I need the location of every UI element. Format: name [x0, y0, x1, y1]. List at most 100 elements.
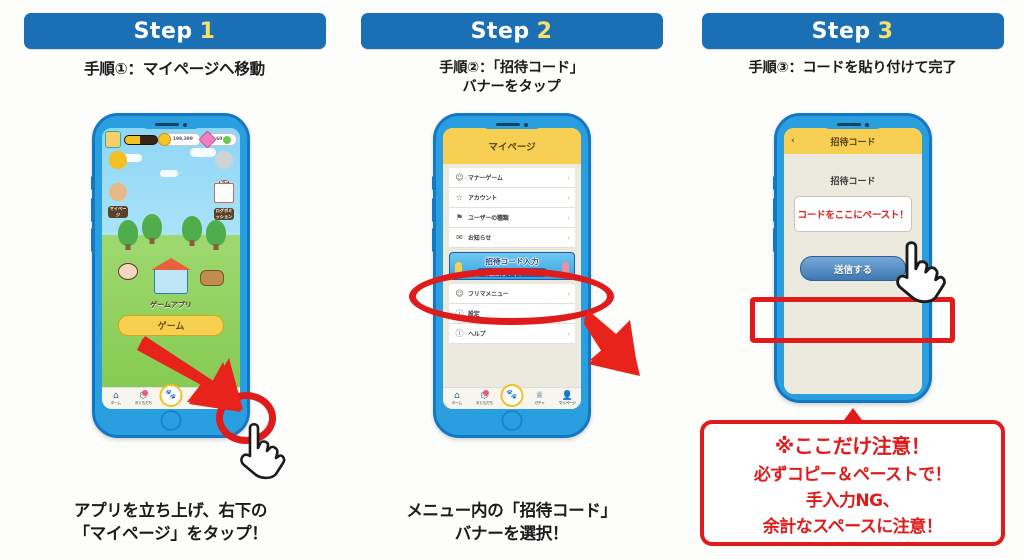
bottom-navigation-2: ⌂ ホーム ⬡ おともだち 🐾 ゲーム ♕ — [443, 383, 581, 409]
gem-icon — [198, 130, 217, 149]
mypage-header-title: マイページ — [443, 128, 581, 164]
submit-button[interactable]: 送信する — [800, 256, 906, 281]
chevron-left-icon[interactable]: ‹ — [791, 136, 795, 146]
nav-item-game[interactable]: 🐾 ゲーム — [498, 383, 526, 407]
nav-item-game[interactable]: 🐾 ゲーム — [157, 383, 185, 407]
cloud-2 — [190, 148, 216, 157]
phone-2-home-button[interactable] — [501, 410, 523, 431]
banner-figure-left — [455, 262, 462, 277]
step-1-number: 1 — [199, 18, 216, 44]
pointing-hand-cursor — [896, 241, 946, 304]
chevron-right-icon: › — [567, 173, 570, 182]
step-2-word: Step — [470, 18, 530, 44]
coin-value: 199,399 — [172, 137, 193, 142]
list-item[interactable]: ⓘ ヘルプ › — [449, 324, 575, 344]
home-icon: ⌂ — [453, 391, 460, 401]
highlight-ellipse-mypage — [216, 392, 276, 444]
nav-label-friends: おともだち — [134, 401, 152, 405]
step-2-number: 2 — [536, 18, 553, 44]
add-gem-button[interactable] — [223, 135, 232, 144]
nav-item-home[interactable]: ⌂ ホーム — [102, 391, 130, 406]
play-game-button[interactable]: ゲーム — [118, 315, 224, 336]
front-camera-icon — [865, 122, 869, 127]
profile-button[interactable]: マイページ — [108, 183, 128, 220]
phone-1-notch — [140, 120, 202, 129]
chevron-right-icon: › — [567, 233, 570, 242]
mission-button-label: ログボミッション — [214, 208, 234, 220]
nav-label-home: ホーム — [451, 401, 462, 405]
list-item[interactable]: ⚑ ユーザーの種類 › — [449, 208, 575, 228]
menu-label: お知らせ — [468, 235, 492, 242]
warning-line4: 余計なスペースに注意！ — [762, 516, 943, 537]
mypage-screen: マイページ ☺ マナーゲーム › ☆ アカウント › — [443, 128, 581, 409]
mypage-icon: 👤 — [561, 391, 573, 401]
red-arrow-to-mypage — [137, 336, 243, 412]
player-avatar[interactable] — [105, 131, 121, 148]
invite-field-label: 招待コード — [830, 177, 876, 187]
friends-icon: ⬡ — [480, 391, 489, 401]
coin-icon — [157, 133, 171, 146]
list-item[interactable]: ☺ マナーゲーム › — [449, 168, 575, 188]
question-icon: ⓘ — [455, 329, 464, 338]
gift-icon: ⚑ — [455, 213, 464, 222]
phone-1-home-button[interactable] — [160, 410, 182, 431]
nav-item-friends[interactable]: ⬡ おともだち — [471, 390, 499, 406]
step-3-word: Step — [811, 18, 871, 44]
phone-3-side-button-2 — [773, 198, 776, 222]
step-2-header: Step 2 — [360, 13, 663, 49]
banner-title: 招待コード入力 — [485, 256, 539, 266]
step-column-1: Step 1 手順①：マイページへ移動 — [0, 0, 341, 559]
list-item[interactable]: ✉ お知らせ › — [449, 228, 575, 248]
game-icon: 🐾 — [500, 383, 524, 407]
gem-counter[interactable]: 60 — [198, 130, 237, 149]
nav-item-friends[interactable]: ⬡ おともだち — [130, 390, 158, 406]
step-2-subcaption: 手順②：「招待コード」 バナーをタップ — [353, 59, 671, 96]
pet-character[interactable] — [118, 263, 138, 280]
tree-1 — [118, 220, 138, 246]
phone-3-side-button-1 — [773, 176, 776, 190]
invite-header: ‹ 招待コード — [784, 128, 922, 154]
chevron-right-icon: › — [567, 329, 570, 338]
step-1-header: Step 1 — [23, 13, 326, 49]
nav-item-gacha[interactable]: ♕ ガチャ — [526, 391, 554, 406]
nav-item-home[interactable]: ⌂ ホーム — [443, 391, 471, 406]
game-hud: 199,399 60 — [105, 130, 237, 149]
phone-2-side-button-1 — [432, 176, 435, 190]
mission-icon — [214, 183, 234, 203]
phone-2-side-button-3 — [432, 228, 435, 252]
nav-label-mypage: マイページ — [558, 401, 576, 405]
nav-label-friends: おともだち — [475, 401, 493, 405]
step-1-word: Step — [133, 18, 193, 44]
step-2-caption-line1: メニュー内の「招待コード」 — [406, 501, 617, 521]
menu-label: アカウント — [468, 195, 498, 202]
nav-item-mypage[interactable]: 👤 マイページ — [553, 391, 581, 406]
earpiece-speaker — [496, 123, 520, 126]
menu-label: ヘルプ — [468, 331, 486, 338]
phone-mockup-2: マイページ ☺ マナーゲーム › ☆ アカウント › — [432, 113, 591, 438]
profile-icon — [109, 183, 127, 201]
house-building[interactable] — [151, 258, 191, 294]
game-title: ゲームアプリ — [150, 301, 192, 309]
gear-icon — [215, 151, 233, 169]
coin-counter[interactable]: 199,399 — [157, 133, 202, 146]
invite-code-screen: ‹ 招待コード 招待コード コードをここにペースト！ 送信する — [784, 128, 922, 394]
house-roof — [151, 258, 191, 270]
phone-mockup-3: ‹ 招待コード 招待コード コードをここにペースト！ 送信する — [773, 113, 932, 403]
trophy-button[interactable] — [108, 151, 128, 169]
phone-1-side-button-2 — [91, 198, 94, 222]
cloud-1 — [120, 154, 142, 162]
warning-line2: 必ずコピー＆ペーストで！ — [753, 464, 952, 485]
home-icon: ⌂ — [112, 391, 119, 401]
list-item[interactable]: ☆ アカウント › — [449, 188, 575, 208]
step-2-subcaption-line1: 手順②：「招待コード」 — [439, 60, 584, 76]
step-column-2: Step 2 手順②：「招待コード」 バナーをタップ マイページ ☺ — [341, 0, 682, 559]
front-camera-icon — [183, 122, 187, 127]
gacha-icon: ♕ — [535, 391, 544, 401]
step-3-header: Step 3 — [701, 13, 1004, 49]
mission-button[interactable]: ログボミッション — [214, 183, 234, 222]
step-1-caption-line1: アプリを立ち上げ、右下の — [73, 501, 268, 521]
invite-code-input[interactable]: コードをここにペースト！ — [794, 196, 912, 232]
nav-label-gacha: ガチャ — [534, 401, 545, 405]
chevron-right-icon: › — [567, 213, 570, 222]
